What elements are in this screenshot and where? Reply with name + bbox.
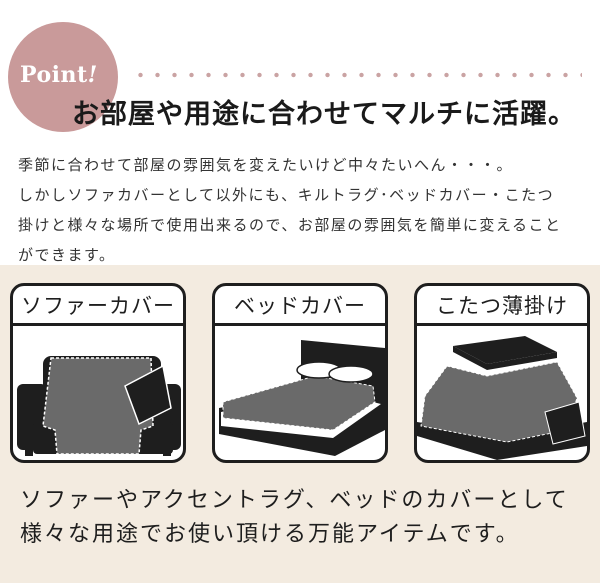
point-label: Point! [20, 62, 98, 88]
usage-card-bed: ベッドカバー [212, 283, 388, 463]
caption: ソファーやアクセントラグ、ベッドのカバーとして 様々な用途でお使い頂ける万能アイ… [20, 484, 590, 552]
point-label-text: Point [20, 62, 88, 88]
description-line: しかしソファカバーとして以外にも、キルトラグ･ベッドカバー・こたつ [18, 186, 555, 204]
caption-line: ソファーやアクセントラグ、ベッドのカバーとして [20, 488, 569, 513]
point-badge [8, 22, 118, 132]
usage-card-kotatsu: こたつ薄掛け [414, 283, 590, 463]
card-title: ソファーカバー [13, 286, 183, 326]
card-title: こたつ薄掛け [417, 286, 587, 326]
usage-card-sofa: ソファーカバー [10, 283, 186, 463]
section-heading: お部屋や用途に合わせてマルチに活躍。 [72, 99, 576, 130]
bed-illustration-icon [219, 340, 385, 456]
point-mark: ! [87, 62, 98, 88]
caption-line: 様々な用途でお使い頂ける万能アイテムです。 [20, 522, 520, 547]
dotted-divider [132, 72, 582, 78]
sofa-illustration-icon [17, 356, 181, 456]
card-title: ベッドカバー [215, 286, 385, 326]
kotatsu-illustration-icon [417, 336, 587, 460]
description-line: 季節に合わせて部屋の雰囲気を変えたいけど中々たいへん・・・。 [18, 156, 514, 174]
description: 季節に合わせて部屋の雰囲気を変えたいけど中々たいへん・・・。 しかしソファカバー… [18, 150, 588, 270]
description-line: ができます。 [18, 246, 116, 264]
description-line: 掛けと様々な場所で使用出来るので、お部屋の雰囲気を簡単に変えること [18, 216, 562, 234]
